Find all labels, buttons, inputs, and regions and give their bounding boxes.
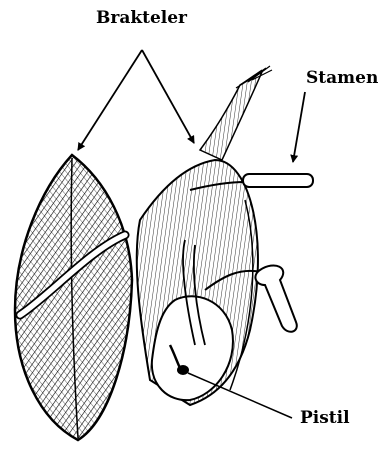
- bract-left: [15, 155, 132, 440]
- label-pistil: Pistil: [300, 408, 350, 428]
- label-stamen: Stamen: [306, 68, 378, 88]
- brakteler-arrow-left: [78, 50, 142, 150]
- stamen-arrow: [293, 92, 305, 162]
- brakteler-arrow-right: [142, 50, 194, 143]
- stalk: [200, 66, 272, 160]
- label-brakteler: Brakteler: [96, 8, 187, 28]
